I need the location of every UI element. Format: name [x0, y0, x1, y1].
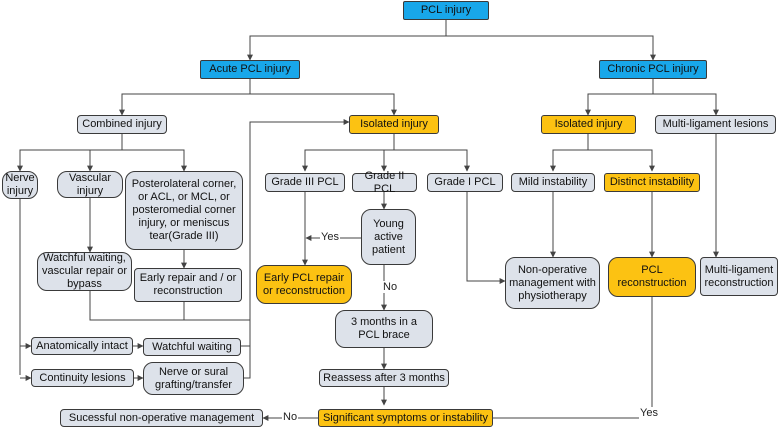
pcl-reconstruction-node: PCL reconstruction — [608, 257, 696, 297]
no-final-edge-label: No — [282, 411, 299, 423]
no-edge-label: No — [382, 281, 399, 293]
reassess-after-3-months-node: Reassess after 3 months — [319, 369, 449, 387]
grade-iii-pcl-node: Grade III PCL — [265, 173, 345, 192]
acute-pcl-injury-node: Acute PCL injury — [200, 60, 300, 79]
multi-ligament-lesions-node: Multi-ligament lesions — [655, 115, 776, 134]
nerve-sural-grafting-node: Nerve or sural grafting/transfer — [143, 362, 244, 395]
pcl-injury-node: PCL injury — [403, 1, 489, 20]
three-months-brace-node: 3 months in a PCL brace — [335, 310, 433, 348]
grade-ii-pcl-node: Grade II PCL — [352, 170, 417, 195]
successful-non-operative-node: Sucessful non-operative management — [60, 409, 263, 427]
distinct-instability-node: Distinct instability — [604, 173, 700, 192]
watchful-waiting-vascular-node: Watchful waiting, vascular repair or byp… — [37, 252, 132, 291]
mild-instability-node: Mild instability — [511, 173, 595, 192]
multi-ligament-reconstruction-node: Multi-ligament reconstruction — [700, 257, 778, 296]
yes-final-edge-label: Yes — [639, 407, 659, 419]
combined-injury-node: Combined injury — [77, 115, 167, 134]
early-pcl-repair-node: Early PCL repair or reconstruction — [256, 265, 352, 304]
continuity-lesions-node: Continuity lesions — [31, 369, 134, 387]
chronic-pcl-injury-node: Chronic PCL injury — [599, 60, 707, 79]
watchful-waiting-node: Watchful waiting — [143, 338, 241, 356]
significant-symptoms-node: Significant symptoms or instability — [318, 409, 493, 427]
posterolateral-corner-node: Posterolateral corner, or ACL, or MCL, o… — [125, 171, 243, 250]
vascular-injury-node: Vascular injury — [57, 171, 123, 198]
yes-edge-label: Yes — [320, 231, 340, 243]
isolated-injury-chronic-node: Isolated injury — [541, 115, 636, 134]
early-repair-reconstruction-node: Early repair and / or reconstruction — [134, 268, 242, 302]
isolated-injury-acute-node: Isolated injury — [349, 115, 439, 134]
nerve-injury-node: Nerve injury — [2, 171, 38, 199]
anatomically-intact-node: Anatomically intact — [31, 337, 133, 355]
young-active-patient-node: Young active patient — [361, 209, 416, 265]
grade-i-pcl-node: Grade I PCL — [427, 173, 503, 192]
non-operative-physiotherapy-node: Non-operative management with physiother… — [505, 257, 600, 309]
